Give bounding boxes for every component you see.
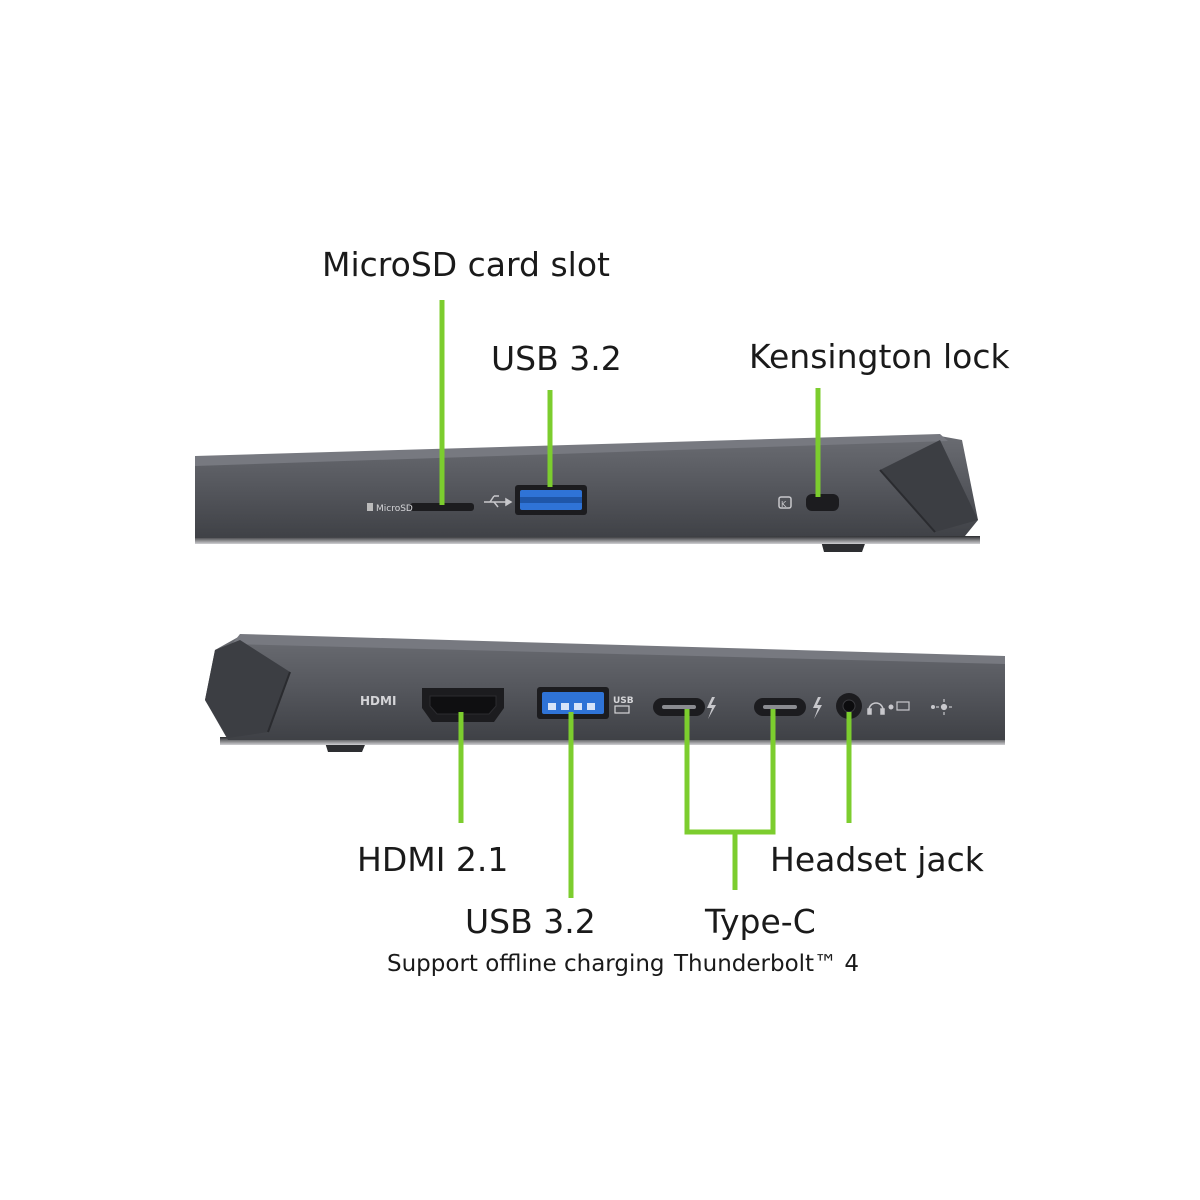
kensington-slot bbox=[806, 494, 839, 511]
thunderbolt-icon bbox=[707, 697, 716, 719]
label-headset: Headset jack bbox=[770, 840, 984, 879]
light-icon bbox=[936, 699, 952, 715]
usb-marking: USB bbox=[613, 696, 634, 706]
laptop-base-edge bbox=[220, 737, 1005, 745]
leader-typec-bracket bbox=[684, 709, 776, 835]
microsd-slot bbox=[410, 503, 474, 511]
microsd-icon bbox=[367, 503, 373, 511]
laptop-left-side: HDMI USB bbox=[205, 634, 1005, 752]
top-leader-lines bbox=[439, 300, 821, 505]
label-microsd: MicroSD card slot bbox=[322, 245, 610, 284]
bottom-leader-lines bbox=[458, 709, 852, 898]
laptop-hinge bbox=[880, 440, 978, 532]
laptop-hinge bbox=[205, 640, 290, 738]
laptop-right-side: MicroSD K bbox=[195, 434, 980, 552]
hdmi-marking: HDMI bbox=[360, 694, 396, 708]
thunderbolt-icon bbox=[813, 697, 822, 719]
label-typec: Type-C bbox=[705, 902, 816, 941]
charge-icon bbox=[614, 705, 630, 714]
usb-icon bbox=[484, 495, 513, 508]
svg-text:K: K bbox=[781, 500, 787, 509]
microsd-marking: MicroSD bbox=[376, 504, 413, 514]
charge-icon bbox=[896, 701, 910, 711]
note-thunderbolt: Thunderbolt™ 4 bbox=[674, 951, 860, 977]
label-kensington: Kensington lock bbox=[749, 337, 1010, 376]
laptop-base-edge bbox=[195, 536, 980, 544]
laptop-lid-edge bbox=[232, 634, 1005, 664]
lock-icon: K bbox=[778, 496, 792, 509]
laptop-lid-edge bbox=[195, 434, 948, 466]
note-usb-offline-charging: Support offline charging bbox=[387, 951, 665, 977]
label-usb-bottom: USB 3.2 bbox=[465, 902, 596, 941]
label-usb-top: USB 3.2 bbox=[491, 339, 622, 378]
label-hdmi: HDMI 2.1 bbox=[357, 840, 509, 879]
headset-icon bbox=[867, 702, 885, 715]
